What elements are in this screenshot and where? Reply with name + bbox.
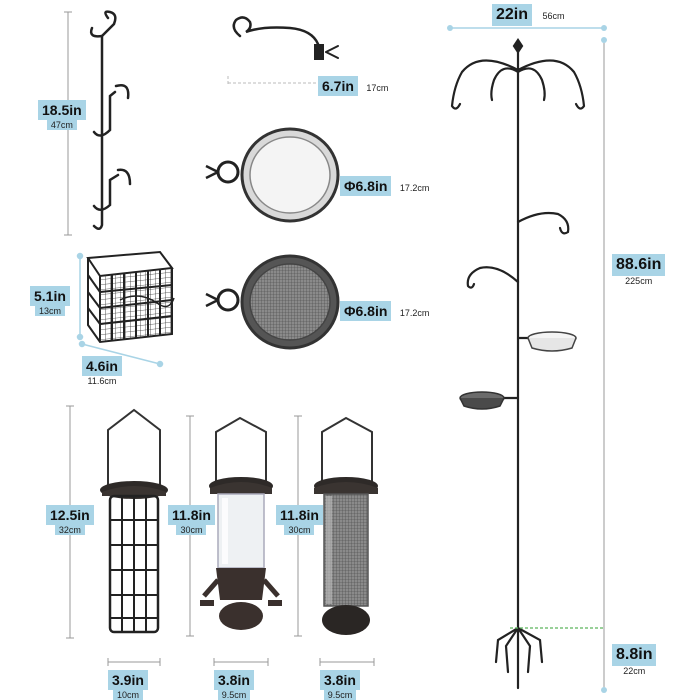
feeder3-width-label-main: 3.8in [320,670,360,690]
arm-hook [232,16,339,60]
suet-width-label: 4.6in 11.6cm [82,356,122,386]
suet-height-label-main: 5.1in [30,286,70,306]
double-hook [89,10,132,230]
suet-width-label-main: 4.6in [82,356,122,376]
mesh-feeder [314,416,378,635]
water-tray-label-sub: 17.2cm [399,183,430,193]
pole-base-label-sub: 22cm [623,666,646,676]
pole-height-label: 88.6in 225cm [612,254,666,286]
feeder2-height-label-sub: 30cm [176,525,207,535]
feeder1-height-label-main: 12.5in [46,505,94,525]
pole-width-label: 22in 56cm [492,4,564,26]
water-tray-label: Φ6.8in 17.2cm [340,176,429,196]
hook-label-main: 18.5in [38,100,86,120]
mesh-tray-label-main: Φ6.8in [340,301,392,321]
pole-height-label-main: 88.6in [612,254,666,276]
feeder1-width-label-sub: 10cm [112,690,143,700]
feeder2-width-label-main: 3.8in [214,670,254,690]
suet-width-label-sub: 11.6cm [87,376,117,386]
cage-feeder [100,408,168,634]
pole-height-label-sub: 225cm [625,276,653,286]
mesh-tray [205,254,340,350]
arm-hook-label: 6.7in 17cm [318,76,388,96]
pole-water-tray [527,331,577,352]
hook-label-sub: 47cm [46,120,77,130]
arm-hook-label-sub: 17cm [366,83,389,93]
pole-mesh-tray [459,391,505,410]
pole-dimension-lines [447,25,607,693]
feeder1-width-label: 3.9in 10cm [108,670,148,700]
suet-height-label: 5.1in 13cm [30,286,70,316]
mesh-tray-label: Φ6.8in 17.2cm [340,301,429,321]
feeder3-height-label-main: 11.8in [276,505,323,525]
pole-base-label-main: 8.8in [612,644,657,666]
tube-feeder [200,416,282,630]
suet-height-label-sub: 13cm [34,306,65,316]
pole-base-label: 8.8in 22cm [612,644,657,676]
feeder2-height-label-main: 11.8in [168,505,215,525]
feeder1-height-label-sub: 32cm [54,525,85,535]
feeder2-height-label: 11.8in 30cm [168,505,215,535]
mesh-tray-label-sub: 17.2cm [399,308,430,318]
feeder3-width-label: 3.8in 9.5cm [320,670,360,700]
arm-hook-label-main: 6.7in [318,76,358,96]
feeder3-height-label-sub: 30cm [284,525,315,535]
feeder1-width-label-main: 3.9in [108,670,148,690]
arm-hook-dimension-line [227,76,330,84]
feeder2-width-label: 3.8in 9.5cm [214,670,254,700]
suet-cage [86,250,175,344]
shepherd-pole [450,38,586,690]
hook-label: 18.5in 47cm [38,100,86,130]
feeder1-height-label: 12.5in 32cm [46,505,94,535]
water-tray [205,127,340,223]
feeder2-width-label-sub: 9.5cm [217,690,251,700]
suet-dimension-lines [76,252,164,368]
feeder3-width-label-sub: 9.5cm [323,690,357,700]
pole-width-label-main: 22in [492,4,533,26]
feeder3-height-label: 11.8in 30cm [276,505,323,535]
pole-width-label-sub: 56cm [542,11,565,21]
water-tray-label-main: Φ6.8in [340,176,392,196]
